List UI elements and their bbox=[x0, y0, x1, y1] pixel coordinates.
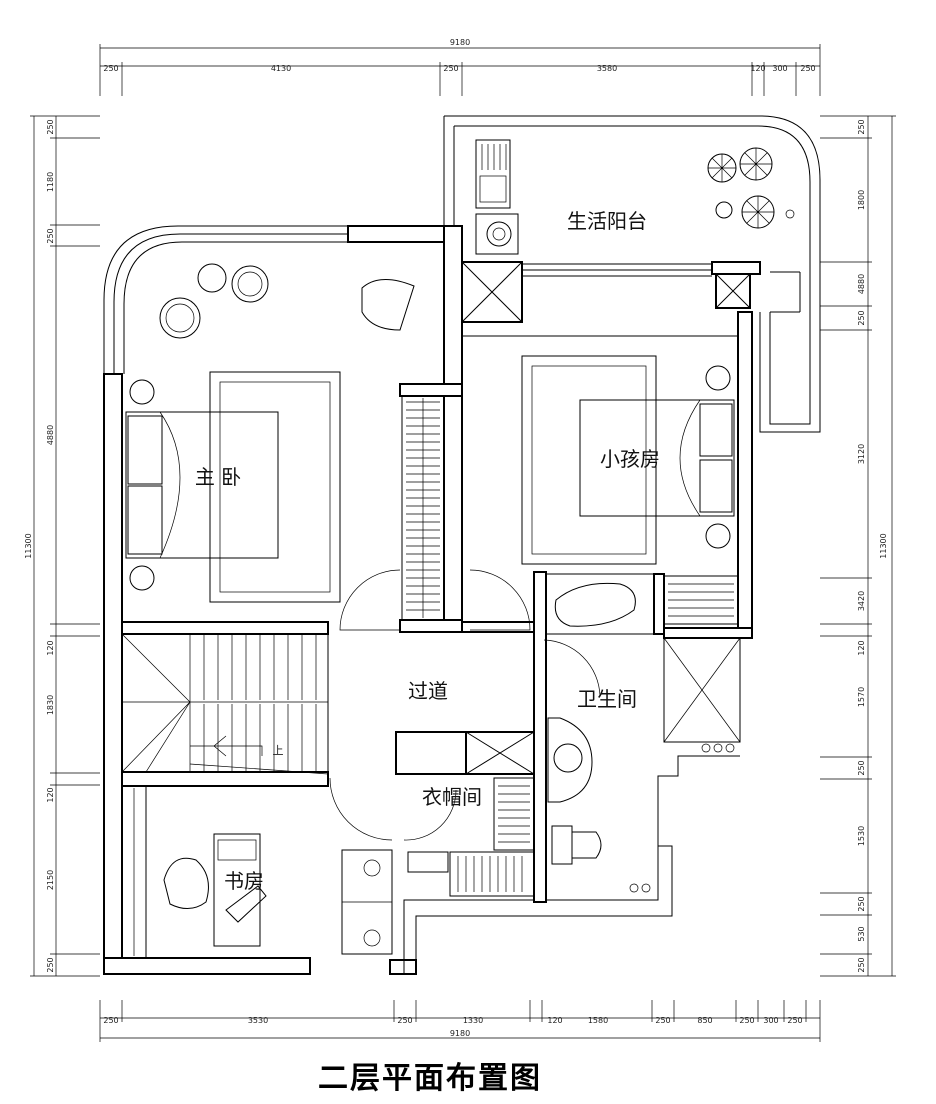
bottom-dimension: 850 bbox=[697, 1016, 712, 1025]
bottom-dimension: 250 bbox=[655, 1016, 670, 1025]
right-dimension: 3120 bbox=[857, 444, 866, 464]
bottom-dimension-chain: 250 3530 250 1330 120 1580 250 850 250 3… bbox=[99, 1000, 821, 1042]
left-dimension: 250 bbox=[46, 228, 55, 243]
right-dimension: 4880 bbox=[857, 274, 866, 294]
right-dimension: 530 bbox=[857, 926, 866, 941]
right-total-dimension: 11300 bbox=[879, 533, 888, 558]
bottom-dimension: 250 bbox=[787, 1016, 802, 1025]
bottom-dimension: 250 bbox=[739, 1016, 754, 1025]
right-dimension-chain: 11300 250 1800 4880 250 3120 3420 120 15… bbox=[820, 115, 896, 977]
left-dimension: 120 bbox=[46, 640, 55, 655]
study-sofa bbox=[341, 849, 393, 955]
bottom-dimension: 300 bbox=[763, 1016, 778, 1025]
walls bbox=[103, 225, 761, 975]
right-dimension: 250 bbox=[857, 310, 866, 325]
bottom-dimension: 1330 bbox=[463, 1016, 483, 1025]
right-dimension: 250 bbox=[857, 119, 866, 134]
right-dimension: 250 bbox=[857, 896, 866, 911]
bottom-dimension: 120 bbox=[547, 1016, 562, 1025]
left-dimension: 1830 bbox=[46, 695, 55, 715]
cloakroom-wardrobes bbox=[407, 777, 535, 897]
wardrobe-hangers bbox=[401, 395, 445, 621]
master-bedroom-rug bbox=[209, 371, 341, 603]
top-total-dimension: 9180 bbox=[450, 38, 470, 47]
bottom-dimension: 250 bbox=[397, 1016, 412, 1025]
left-dimension: 1180 bbox=[46, 172, 55, 192]
drawing-title: 二层平面布置图 bbox=[318, 1061, 542, 1096]
kids-room-rug bbox=[521, 355, 657, 565]
right-dimension: 120 bbox=[857, 640, 866, 655]
left-dimension: 4880 bbox=[46, 425, 55, 445]
shower bbox=[663, 637, 741, 753]
room-label-corridor: 过道 bbox=[408, 679, 448, 703]
right-dimension: 250 bbox=[857, 957, 866, 972]
left-dimension-chain: 11300 250 1180 250 4880 120 1830 120 215… bbox=[24, 115, 100, 977]
top-dimension: 4130 bbox=[271, 64, 291, 73]
bottom-dimension: 1580 bbox=[588, 1016, 608, 1025]
door-swings bbox=[329, 569, 601, 841]
bath-cabinet bbox=[663, 575, 739, 625]
kids-bed bbox=[579, 365, 735, 549]
washing-machine bbox=[475, 213, 519, 255]
master-bed bbox=[125, 379, 279, 591]
washbasin bbox=[547, 717, 593, 803]
left-dimension: 250 bbox=[46, 119, 55, 134]
balcony-outline bbox=[443, 115, 821, 433]
right-dimension: 250 bbox=[857, 760, 866, 775]
top-dimension: 3580 bbox=[597, 64, 617, 73]
laundry-sink bbox=[475, 139, 511, 209]
bottom-total-dimension: 9180 bbox=[450, 1029, 470, 1038]
right-dimension: 1800 bbox=[857, 190, 866, 210]
bottom-dimension: 3530 bbox=[248, 1016, 268, 1025]
room-label-balcony: 生活阳台 bbox=[567, 209, 647, 233]
room-label-cloakroom: 衣帽间 bbox=[422, 785, 482, 809]
master-bedroom-lounge-chairs bbox=[159, 263, 415, 339]
top-dimension: 250 bbox=[443, 64, 458, 73]
bottom-dimension: 250 bbox=[103, 1016, 118, 1025]
left-dimension: 250 bbox=[46, 957, 55, 972]
top-dimension: 120 bbox=[750, 64, 765, 73]
room-label-bathroom: 卫生间 bbox=[577, 687, 637, 711]
master-bedroom-balcony-arc bbox=[103, 225, 348, 374]
left-dimension: 2150 bbox=[46, 870, 55, 890]
top-dimension: 250 bbox=[103, 64, 118, 73]
right-dimension: 1570 bbox=[857, 687, 866, 707]
bathtub bbox=[545, 573, 655, 635]
room-label-master-bedroom: 主 卧 bbox=[195, 465, 241, 489]
room-label-kids-room: 小孩房 bbox=[600, 447, 660, 471]
top-dimension: 250 bbox=[800, 64, 815, 73]
left-dimension: 120 bbox=[46, 787, 55, 802]
top-dimension: 300 bbox=[772, 64, 787, 73]
potted-plants bbox=[707, 147, 795, 229]
top-dimension-chain: 9180 250 4130 250 3580 120 300 250 bbox=[99, 38, 821, 96]
toilet bbox=[551, 825, 651, 893]
staircase bbox=[121, 633, 329, 775]
study-desk-and-chairs bbox=[163, 833, 267, 947]
room-label-study: 书房 bbox=[224, 869, 264, 893]
right-dimension: 1530 bbox=[857, 826, 866, 846]
study-bookshelf bbox=[121, 785, 147, 959]
left-total-dimension: 11300 bbox=[24, 533, 33, 558]
right-dimension: 3420 bbox=[857, 591, 866, 611]
stair-up-mark: 上 bbox=[273, 744, 284, 757]
